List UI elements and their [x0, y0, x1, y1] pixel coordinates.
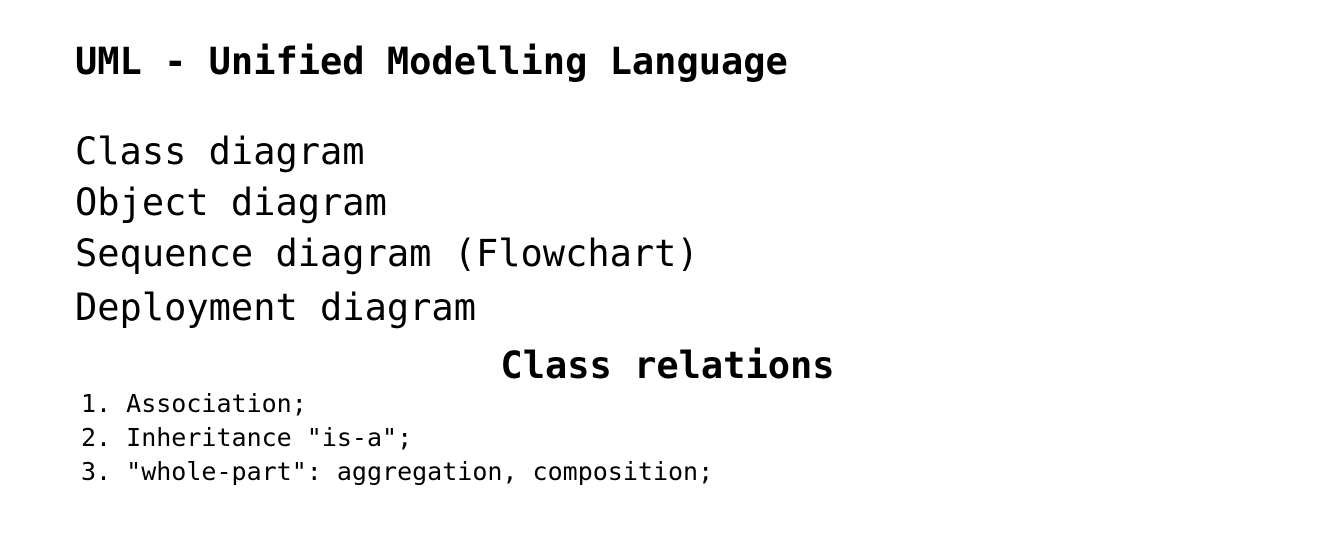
relation-item-association: 1. Association;: [81, 389, 307, 418]
class-relations-list: 1. Association; 2. Inheritance "is-a"; 3…: [81, 387, 713, 489]
list-item-deployment-diagram: Deployment diagram: [75, 286, 476, 329]
relation-item-whole-part: 3. "whole-part": aggregation, compositio…: [81, 457, 714, 486]
relation-item-inheritance: 2. Inheritance "is-a";: [81, 423, 413, 452]
list-item-object-diagram: Object diagram: [75, 181, 387, 224]
class-relations-heading: Class relations: [500, 344, 835, 387]
diagram-types-list: Class diagram Object diagram Sequence di…: [75, 126, 699, 333]
list-item-class-diagram: Class diagram: [75, 130, 365, 173]
list-item-sequence-diagram: Sequence diagram (Flowchart): [75, 232, 699, 275]
page-title: UML - Unified Modelling Language: [75, 40, 788, 83]
